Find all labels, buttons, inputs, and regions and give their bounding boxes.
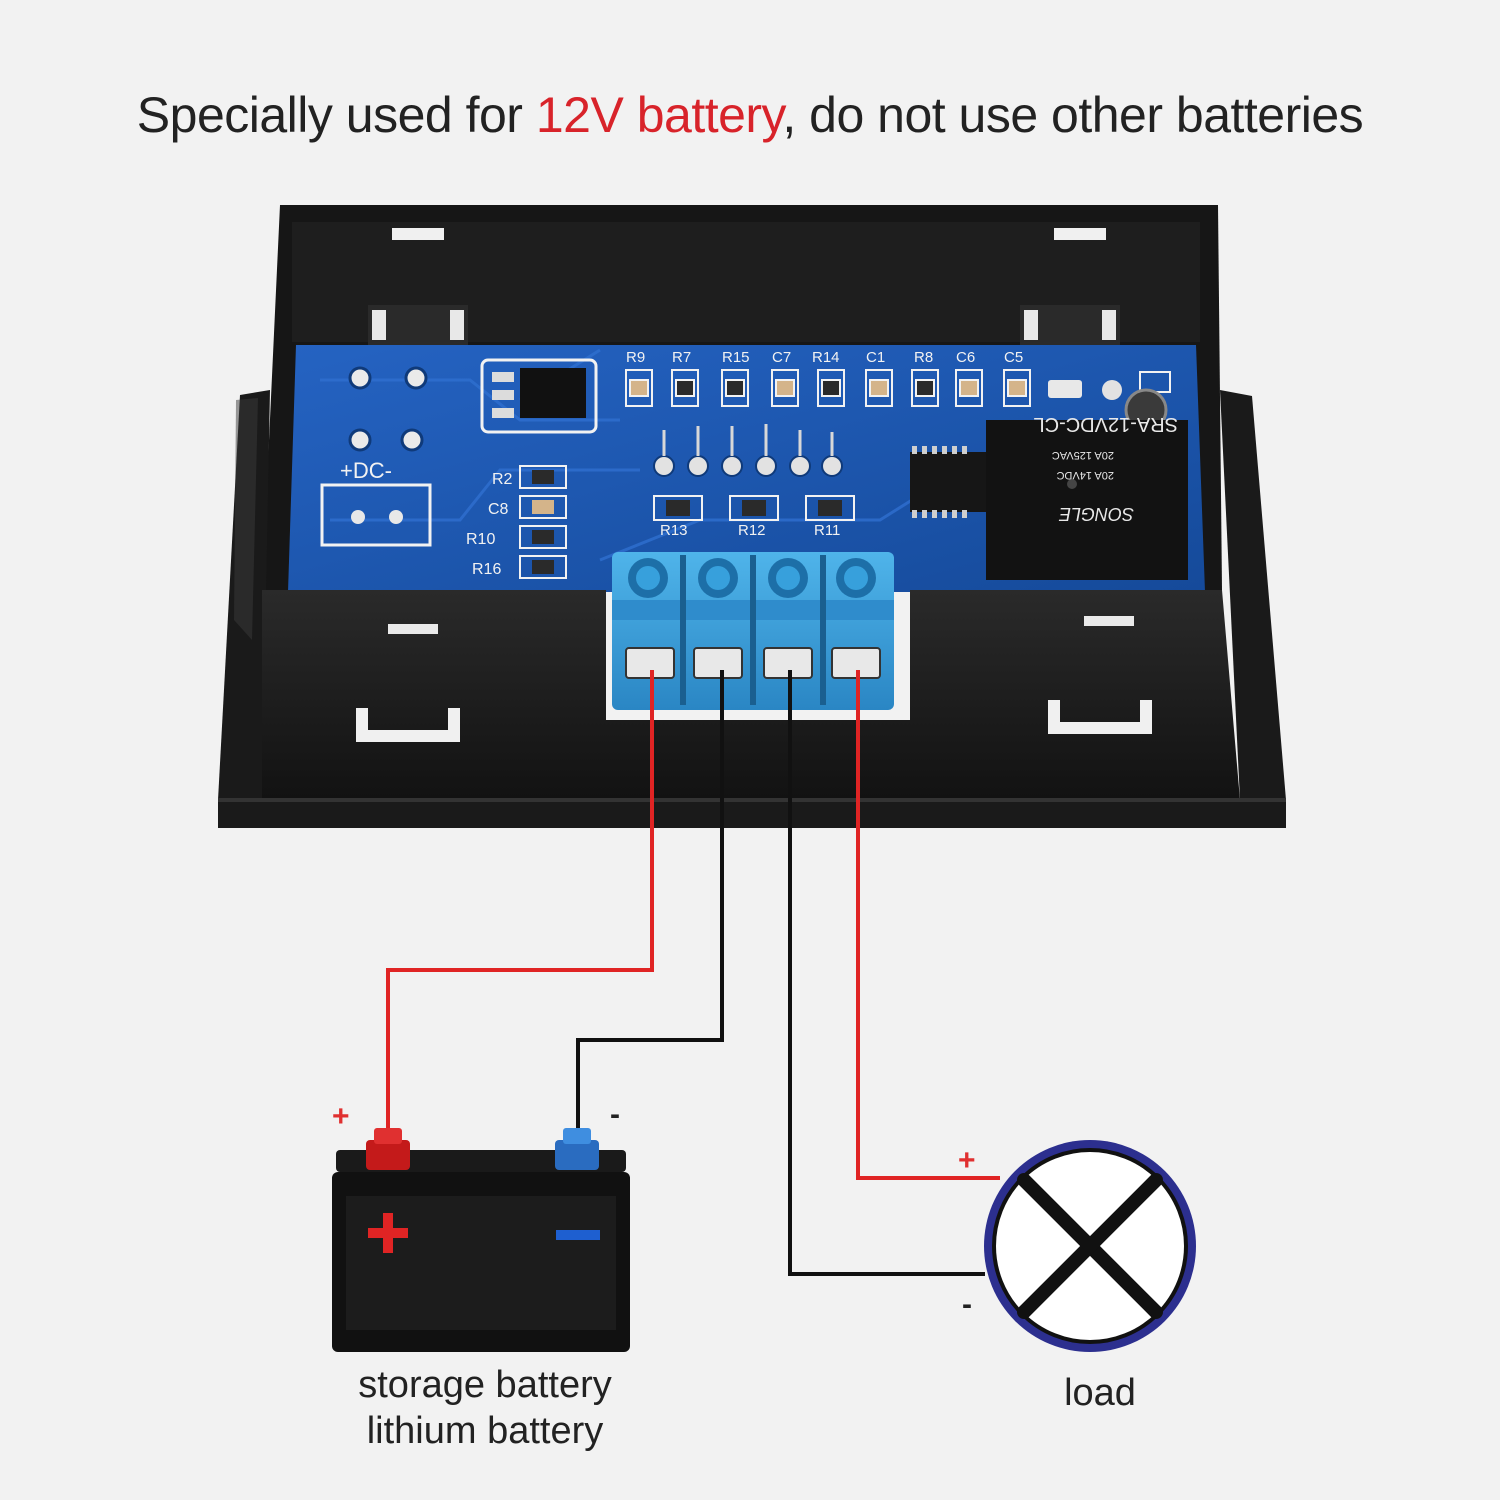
component-label: R9 (626, 349, 645, 366)
battery (332, 1128, 630, 1352)
wire-load-negative (788, 670, 985, 1276)
battery-caption: storage battery lithium battery (300, 1362, 670, 1454)
title-prefix: Specially used for (136, 87, 536, 143)
battery-minus-sign: - (610, 1098, 620, 1131)
component-label: R8 (914, 349, 933, 366)
relay: SRA-12VDC-CL 20A 125VAC 20A 14VDC SONGLE (986, 413, 1188, 580)
load-minus-sign: - (962, 1288, 972, 1321)
component-label: C7 (772, 349, 791, 366)
dc-label: +DC- (340, 458, 392, 483)
relay-model: SRA-12VDC-CL (1034, 413, 1178, 435)
lower-label-row: R13 R12 R11 (653, 495, 855, 539)
component-label: R10 (466, 531, 495, 548)
title-suffix: , do not use other batteries (782, 87, 1364, 143)
component-label: C1 (866, 349, 885, 366)
component-label-row: R9 R7 R15 C7 R14 C1 R8 C6 C5 (626, 349, 1023, 366)
component-label: R16 (472, 561, 501, 578)
load-lamp-icon (984, 1140, 1196, 1352)
case-front (218, 590, 1286, 828)
wire-load-positive (856, 670, 1000, 1180)
component-label: R11 (814, 522, 840, 539)
relay-rating: 20A 14VDC (1056, 469, 1114, 481)
load-caption: load (1064, 1372, 1136, 1414)
battery-caption-line2: lithium battery (366, 1410, 604, 1452)
component-label: R13 (660, 522, 688, 539)
battery-caption-line1: storage battery (358, 1364, 612, 1406)
component-label: R12 (738, 522, 766, 539)
relay-brand: SONGLE (1058, 504, 1134, 524)
battery-plus-sign: + (332, 1100, 350, 1133)
component-label: C6 (956, 349, 975, 366)
component-label: R2 (492, 471, 513, 488)
wires (386, 670, 1000, 1276)
terminal-block (612, 552, 894, 710)
load-plus-sign: + (958, 1144, 976, 1177)
component-label: C5 (1004, 349, 1023, 366)
component-label: R7 (672, 349, 691, 366)
component-label: R14 (812, 349, 840, 366)
wire-battery-negative (576, 670, 724, 1145)
smd-component-row (625, 369, 1031, 407)
component-label: R15 (722, 349, 750, 366)
relay-rating: 20A 125VAC (1052, 449, 1114, 461)
component-label: C8 (488, 501, 509, 518)
page-title: Specially used for 12V battery, do not u… (0, 86, 1500, 144)
title-highlight: 12V battery (535, 87, 783, 143)
wire-battery-positive (386, 670, 654, 1145)
side-label-column: R2 C8 R10 R16 (466, 465, 567, 579)
